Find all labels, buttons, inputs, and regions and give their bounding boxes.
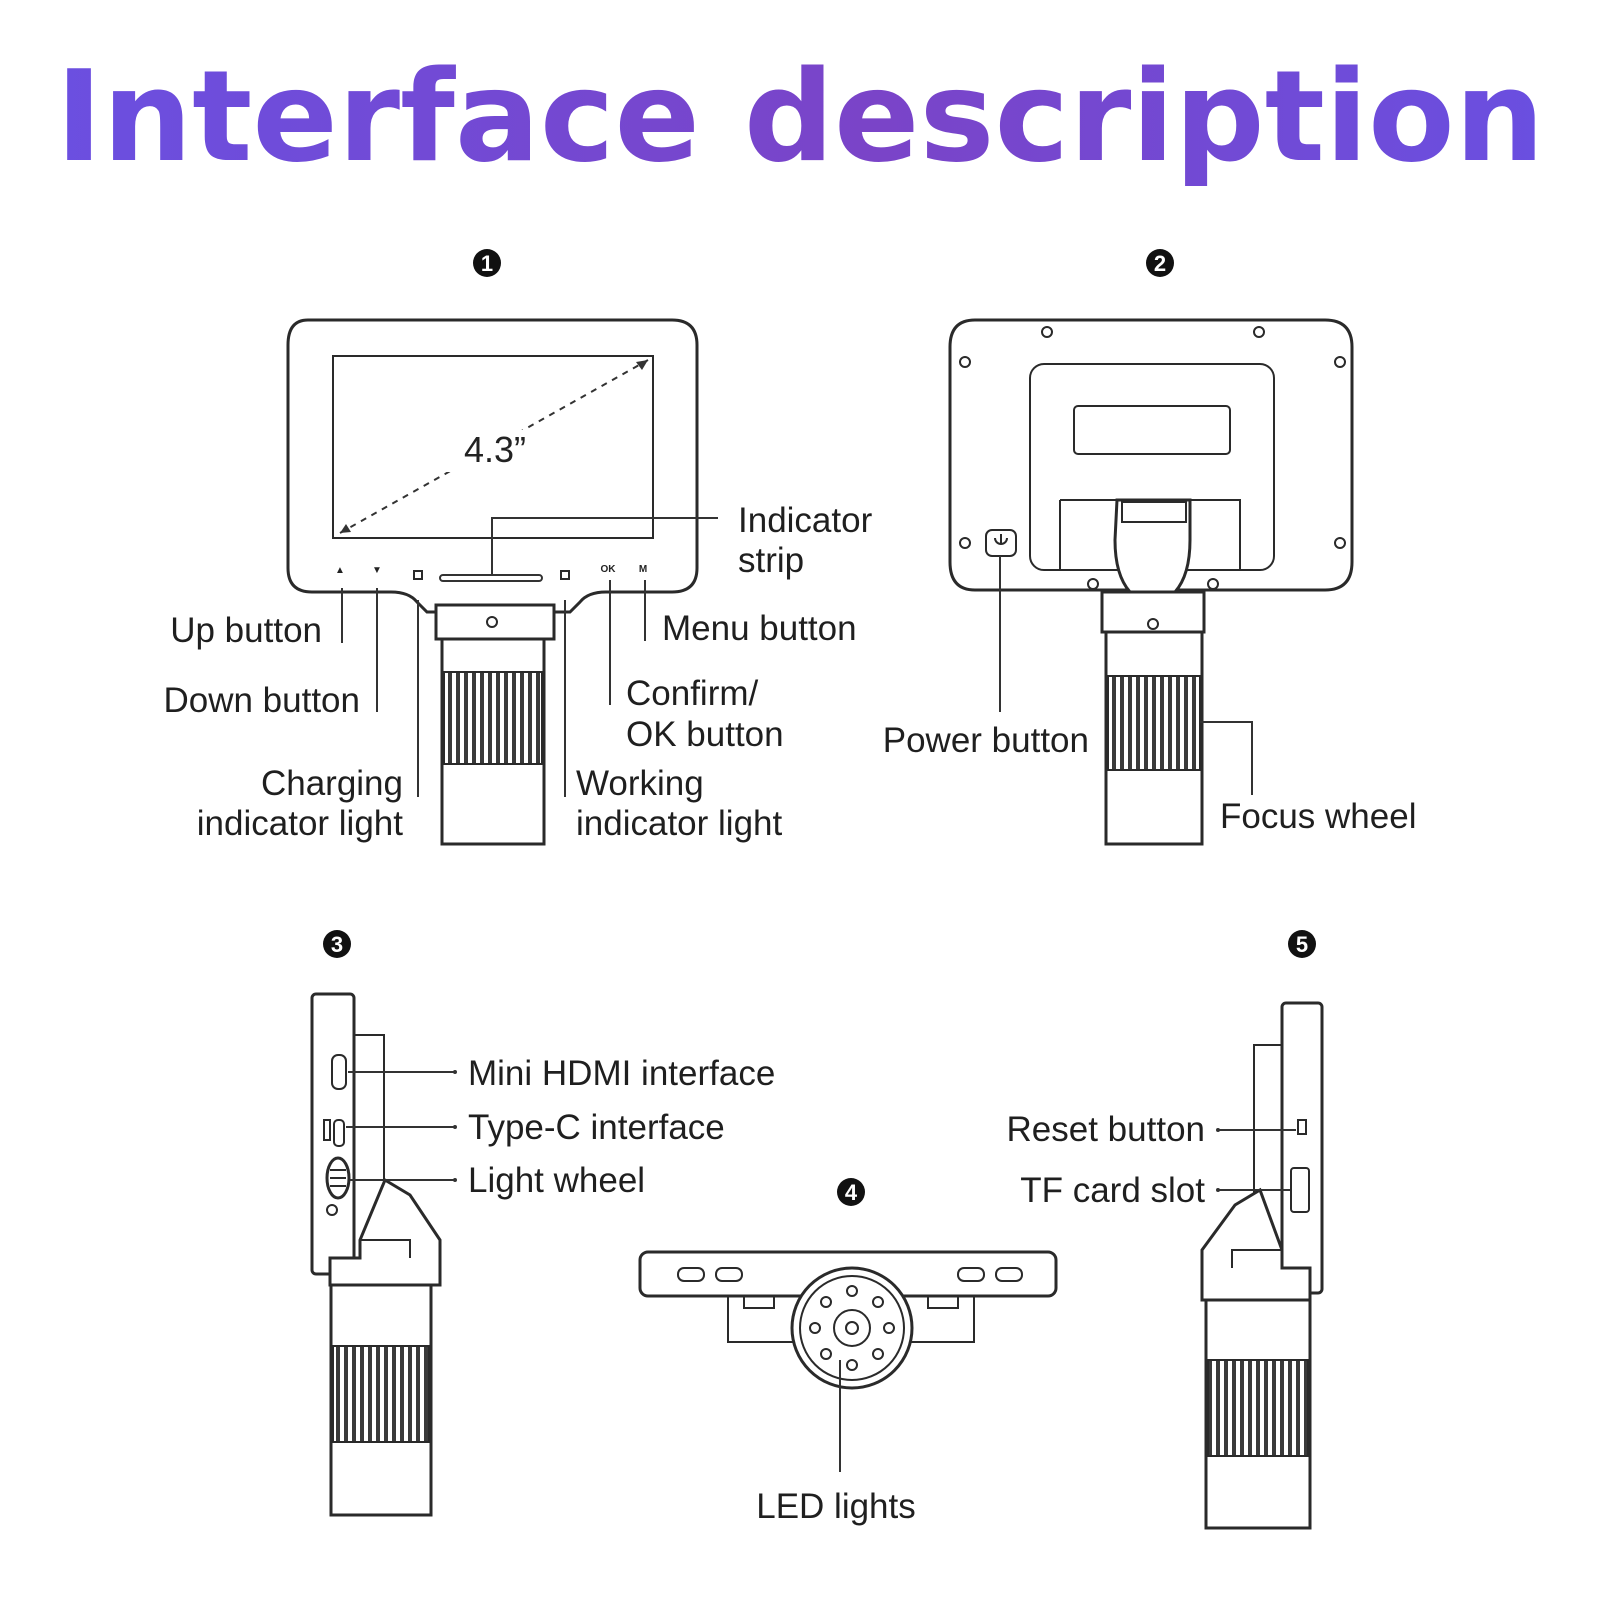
label-focus-wheel: Focus wheel — [1220, 797, 1416, 836]
label-reset-button: Reset button — [1007, 1110, 1205, 1149]
svg-text:3: 3 — [331, 932, 343, 957]
svg-text:2: 2 — [1154, 251, 1166, 276]
label-charging-light: Charging — [261, 764, 403, 803]
front-view: 1 4.3” ▲ ▼ OK M Indicator strip U — [163, 249, 873, 846]
view-number-1: 1 — [473, 249, 501, 277]
tf-card-slot — [1290, 1167, 1310, 1213]
right-focus-ribs — [1207, 1359, 1309, 1457]
working-light — [560, 570, 570, 580]
back-hinge — [1113, 498, 1192, 594]
page-title: Interface description — [56, 43, 1545, 190]
svg-text:5: 5 — [1296, 932, 1308, 957]
label-light-wheel: Light wheel — [468, 1161, 645, 1200]
label-led-lights: LED lights — [756, 1487, 916, 1526]
bottom-view: 4 LED lights — [638, 1178, 1058, 1526]
back-stand — [1100, 590, 1206, 634]
label-working-light-2: indicator light — [576, 804, 782, 843]
view-number-5: 5 — [1288, 930, 1316, 958]
front-focus-ribs — [443, 671, 543, 765]
menu-mark: M — [639, 564, 647, 575]
label-indicator-strip-2: strip — [738, 541, 804, 580]
ok-mark: OK — [601, 564, 617, 575]
label-power-button: Power button — [883, 721, 1089, 760]
label-down-button: Down button — [163, 681, 360, 720]
front-stand — [434, 603, 556, 641]
back-focus-ribs — [1107, 675, 1201, 771]
mini-hdmi-port — [331, 1054, 347, 1090]
back-view: 2 Power button Focus wheel — [883, 249, 1416, 846]
right-device-body — [1280, 1001, 1324, 1295]
screen-size-label: 4.3” — [464, 429, 526, 470]
down-mark: ▼ — [372, 565, 382, 576]
lens — [833, 1309, 871, 1347]
label-working-light: Working — [576, 764, 704, 803]
label-type-c: Type-C interface — [468, 1108, 725, 1147]
left-hinge — [328, 1177, 442, 1287]
label-menu-button: Menu button — [662, 609, 857, 648]
label-mini-hdmi: Mini HDMI interface — [468, 1054, 775, 1093]
view-number-3: 3 — [323, 930, 351, 958]
led-ring — [809, 1285, 895, 1371]
label-charging-light-2: indicator light — [197, 804, 403, 843]
up-mark: ▲ — [335, 565, 345, 576]
label-confirm-button-2: OK button — [626, 715, 784, 754]
view-number-4: 4 — [837, 1178, 865, 1206]
left-side-view: 3 Mini HDMI interface Type-C interface L… — [310, 930, 775, 1517]
indicator-strip — [439, 574, 543, 582]
right-hinge — [1200, 1187, 1312, 1302]
svg-text:4: 4 — [845, 1180, 858, 1205]
charging-light — [413, 570, 423, 580]
label-tf-card-slot: TF card slot — [1020, 1171, 1205, 1210]
type-c-port — [333, 1119, 345, 1147]
right-side-view: 5 Reset button TF card slot — [1007, 930, 1324, 1530]
label-confirm-button: Confirm/ — [626, 674, 759, 713]
reset-button — [1297, 1119, 1307, 1135]
light-icon — [326, 1204, 338, 1216]
left-focus-ribs — [332, 1345, 430, 1443]
view-number-2: 2 — [1146, 249, 1174, 277]
back-label-slot — [1073, 405, 1231, 455]
label-up-button: Up button — [170, 611, 322, 650]
label-indicator-strip: Indicator — [738, 501, 873, 540]
svg-text:1: 1 — [481, 251, 493, 276]
